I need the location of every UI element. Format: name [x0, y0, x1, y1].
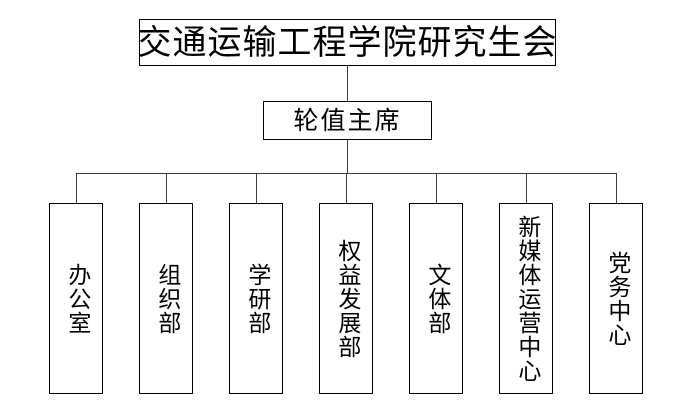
org-node-root: 交通运输工程学院研究生会 [137, 19, 558, 66]
org-node-department-2-label: 组织部 [153, 262, 180, 335]
connector-drop-1 [76, 173, 77, 204]
org-node-chair-label: 轮值主席 [293, 106, 402, 135]
org-node-department-4-label: 权益发展部 [333, 238, 360, 359]
org-node-department-5-label: 文体部 [423, 262, 450, 335]
connector-drop-7 [616, 173, 617, 204]
org-node-root-label: 交通运输工程学院研究生会 [137, 22, 558, 63]
org-node-department-7: 党务中心 [589, 203, 643, 394]
org-node-department-6: 新媒体运营中心 [499, 203, 553, 394]
org-node-department-1-label: 办公室 [63, 262, 90, 335]
org-node-department-3: 学研部 [229, 203, 283, 394]
connector-drop-5 [436, 173, 437, 204]
org-node-department-5: 文体部 [409, 203, 463, 394]
org-node-department-3-label: 学研部 [243, 262, 270, 335]
connector-drop-2 [166, 173, 167, 204]
org-node-department-7-label: 党务中心 [603, 250, 630, 347]
connector-chair-to-bus [347, 140, 348, 174]
org-node-department-6-label: 新媒体运营中心 [513, 214, 540, 383]
org-node-department-4: 权益发展部 [319, 203, 373, 394]
connector-drop-6 [526, 173, 527, 204]
connector-drop-4 [346, 173, 347, 204]
org-node-department-2: 组织部 [139, 203, 193, 394]
connector-root-to-chair [347, 66, 348, 101]
connector-drop-3 [256, 173, 257, 204]
org-node-chair: 轮值主席 [263, 101, 432, 140]
org-node-department-1: 办公室 [49, 203, 103, 394]
